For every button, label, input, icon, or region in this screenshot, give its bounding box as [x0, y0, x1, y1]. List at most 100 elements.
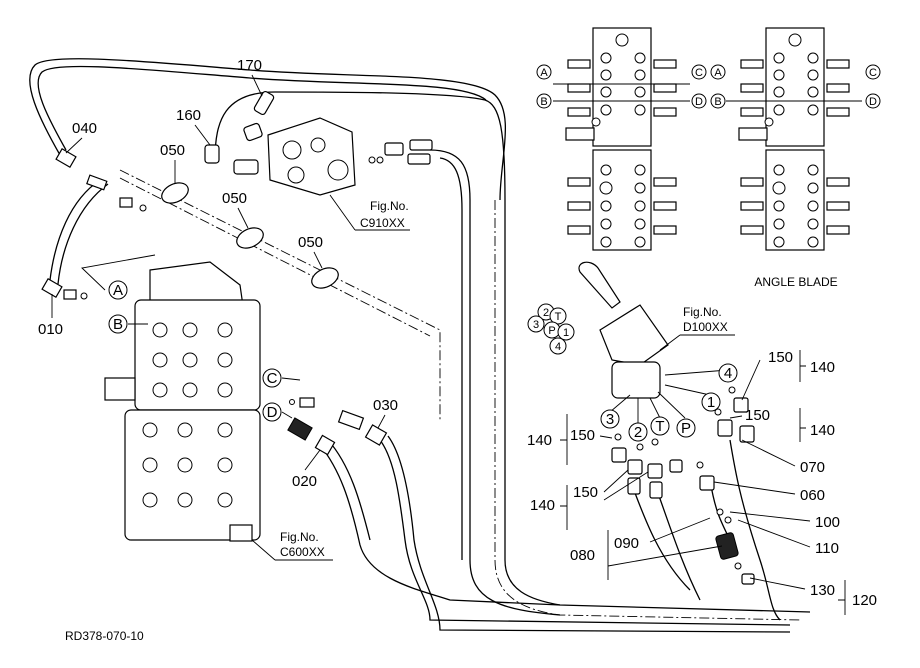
port-pattern-diagram — [527, 303, 575, 355]
hose-080 — [631, 484, 691, 591]
elbow-170 — [253, 90, 275, 116]
callout-130: 130 — [810, 582, 835, 599]
schem-d2: D — [869, 96, 877, 108]
port-p: P — [681, 420, 691, 437]
hose-010-b — [57, 183, 109, 285]
schem-d1: D — [695, 96, 703, 108]
schem-b2: B — [714, 96, 721, 108]
hose-040 — [29, 58, 506, 201]
callout-100: 100 — [815, 514, 840, 531]
drawing-code: RD378-070-10 — [65, 629, 144, 643]
callout-010: 010 — [38, 321, 63, 338]
callout-140-b: 140 — [810, 422, 835, 439]
callout-070: 070 — [800, 459, 825, 476]
angle-blade-caption: ANGLE BLADE — [754, 275, 837, 289]
port-labels: A B C D 1 2 3 4 T P 2 T 3 P 1 4 — [81, 254, 738, 442]
callout-040: 040 — [72, 120, 97, 137]
pattern-1: 1 — [563, 327, 569, 339]
elbow-160 — [204, 144, 220, 164]
port-4: 4 — [724, 365, 732, 382]
joystick-boot — [599, 304, 669, 366]
fitting-010 — [41, 277, 88, 300]
callout-050-3: 050 — [298, 234, 323, 251]
fig-c600-line2: C600XX — [280, 545, 325, 559]
schem-c2: C — [869, 67, 877, 79]
pattern-3: 3 — [533, 319, 539, 331]
motor-fitting-r1 — [384, 142, 404, 156]
callout-140-a: 140 — [810, 359, 835, 376]
callout-170: 170 — [237, 57, 262, 74]
callout-050-2: 050 — [222, 190, 247, 207]
hose-090 — [654, 484, 701, 601]
callout-150-c: 150 — [570, 427, 595, 444]
callout-140-c: 140 — [527, 432, 552, 449]
schem-a1: A — [540, 67, 548, 79]
hose-010 — [49, 179, 101, 281]
port-3: 3 — [606, 411, 614, 428]
hose-right-b — [439, 157, 463, 560]
hose-050-run — [119, 169, 441, 420]
port-1: 1 — [707, 394, 715, 411]
hose-170-b — [494, 200, 801, 621]
callout-150-b: 150 — [745, 407, 770, 424]
port-d: D — [267, 404, 278, 421]
callout-030: 030 — [373, 397, 398, 414]
motor-body — [267, 117, 356, 196]
hose-020 — [319, 444, 561, 606]
valve-schematic-standard — [553, 27, 690, 251]
port-c: C — [267, 370, 278, 387]
hose-040-inner — [37, 65, 487, 151]
pattern-t: T — [555, 311, 562, 323]
port-b: B — [113, 316, 123, 333]
fig-c910-line1: Fig.No. — [370, 199, 409, 213]
schem-b1: B — [540, 96, 547, 108]
port-2: 2 — [634, 424, 642, 441]
joystick-assembly — [578, 261, 755, 585]
fig-d100-line2: D100XX — [683, 320, 728, 334]
joystick-base — [611, 361, 661, 399]
callouts: 170 160 040 050 050 050 010 020 030 150 … — [38, 57, 877, 615]
fitting-170 — [243, 122, 263, 142]
hose-030 — [379, 439, 791, 626]
hose-020-b — [327, 439, 371, 541]
motor-fitting-r3 — [407, 153, 431, 165]
fig-d100-line1: Fig.No. — [683, 305, 722, 319]
port-a: A — [113, 282, 123, 299]
schem-a2: A — [714, 67, 722, 79]
hose-right-a — [429, 149, 561, 616]
valve-bottom-fitting — [229, 524, 253, 542]
callout-020: 020 — [292, 473, 317, 490]
callout-050-1: 050 — [160, 142, 185, 159]
figure-references: Fig.No. C910XX Fig.No. D100XX Fig.No. C6… — [251, 194, 735, 561]
valve-body-lower — [124, 409, 261, 541]
hose-050-run-b — [119, 177, 431, 337]
hose-070 — [729, 439, 781, 621]
hose-170 — [214, 91, 811, 613]
callout-090: 090 — [614, 535, 639, 552]
schematic-port-labels: A B C D A B C D — [536, 64, 881, 109]
fittings-c-d — [287, 397, 388, 456]
motor-fitting-r2 — [409, 139, 433, 151]
valve-spools — [142, 322, 233, 508]
callout-080: 080 — [570, 547, 595, 564]
callout-120: 120 — [852, 592, 877, 609]
fitting-160 — [233, 159, 259, 175]
fig-c910-line2: C910XX — [360, 216, 405, 230]
hose-030-b — [387, 435, 791, 633]
pattern-2: 2 — [543, 307, 549, 319]
callout-150-d: 150 — [573, 484, 598, 501]
callout-060: 060 — [800, 487, 825, 504]
clamps-050 — [161, 182, 339, 289]
schem-c1: C — [695, 67, 703, 79]
joystick-fittings — [611, 386, 755, 585]
swivel-motor-assembly — [204, 90, 433, 196]
callout-110: 110 — [815, 540, 839, 557]
fig-c600-line1: Fig.No. — [280, 530, 319, 544]
port-t: T — [655, 418, 664, 435]
fitting-040 — [55, 147, 147, 212]
joystick-grip — [578, 261, 621, 309]
pattern-4: 4 — [555, 341, 561, 353]
callout-150-a: 150 — [768, 349, 793, 366]
valve-schematic-angle-blade — [726, 27, 862, 251]
